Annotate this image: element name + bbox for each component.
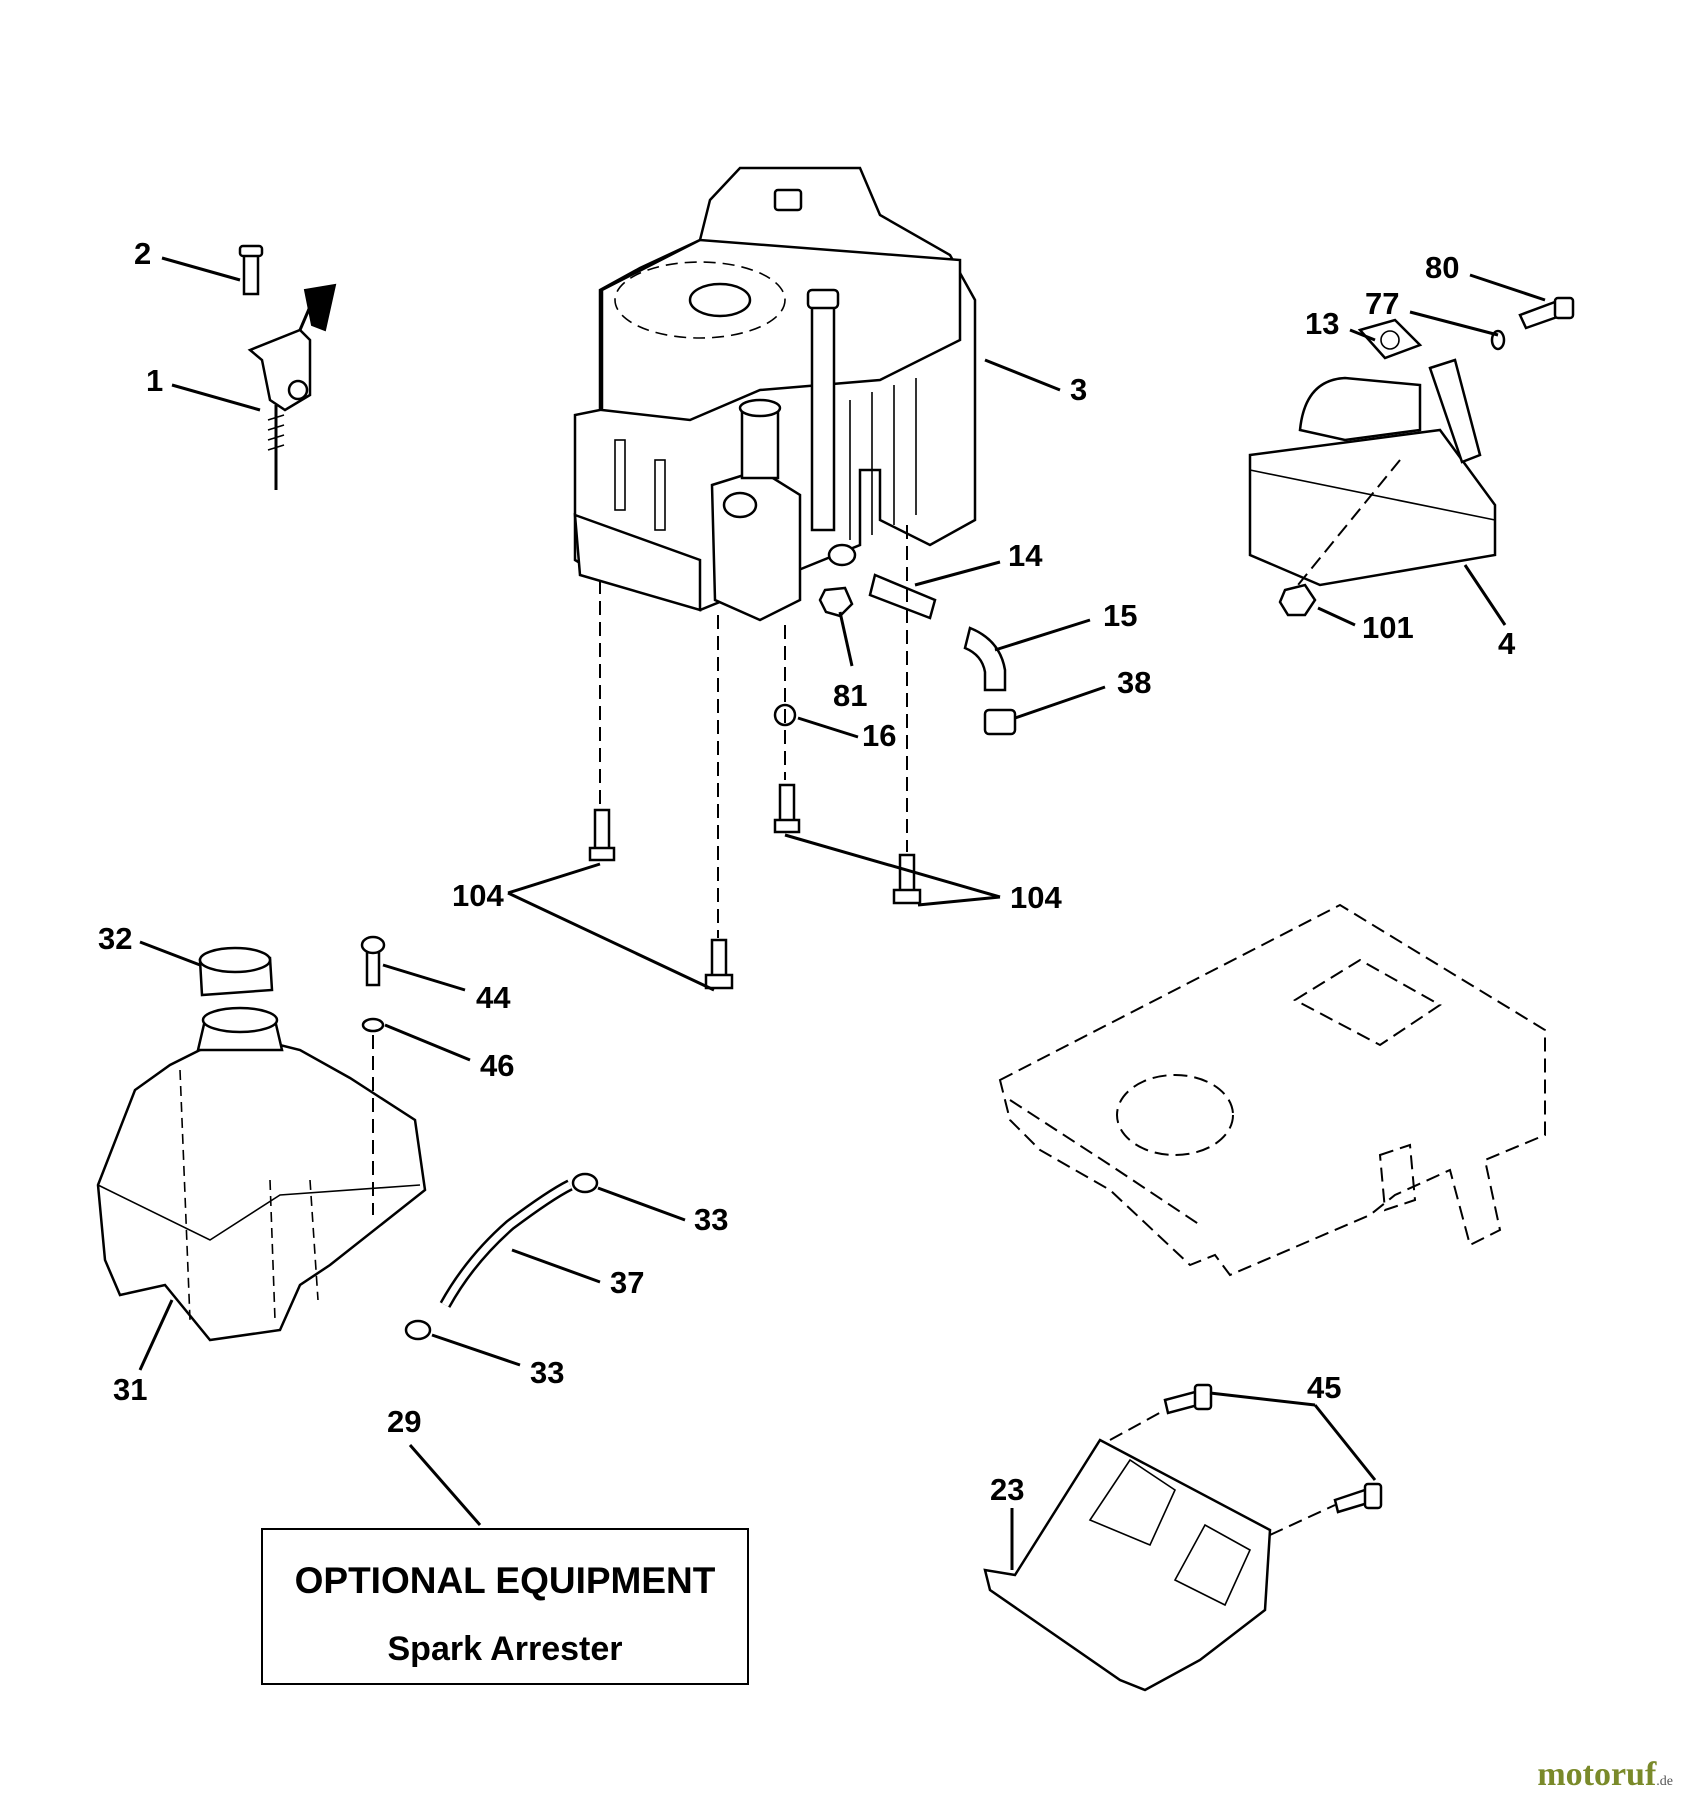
leader-lines [138,256,1546,1570]
part-label-104-right: 104 [1010,880,1062,915]
part-label-1: 1 [146,363,164,398]
heat-shield-illustration [983,1383,1383,1692]
watermark-logo: motoruf.de [1537,1756,1673,1794]
spark-arrester-label: Spark Arrester [387,1630,623,1668]
part-label-15: 15 [1103,598,1138,633]
part-label-44: 44 [476,980,511,1015]
part-label-16: 16 [862,718,897,753]
part-label-32: 32 [98,921,133,956]
engine-illustration [573,166,1017,990]
optional-equipment-box: OPTIONAL EQUIPMENT Spark Arrester [261,1528,749,1685]
part-label-3: 3 [1070,372,1088,407]
part-label-23: 23 [990,1472,1025,1507]
part-label-104-left: 104 [452,878,504,913]
part-label-38: 38 [1117,665,1152,700]
part-label-13: 13 [1305,306,1340,341]
optional-equipment-title: OPTIONAL EQUIPMENT [294,1560,716,1601]
part-label-31: 31 [113,1372,148,1407]
part-label-101: 101 [1362,610,1414,645]
watermark-text: motoruf [1537,1756,1657,1793]
part-label-46: 46 [480,1048,515,1083]
part-label-80: 80 [1425,250,1460,285]
watermark-suffix: .de [1656,1774,1673,1789]
part-label-4: 4 [1498,626,1516,661]
part-label-81: 81 [833,678,868,713]
part-label-33-lower: 33 [530,1355,565,1390]
fuel-tank-illustration [96,935,599,1342]
part-label-29: 29 [387,1404,422,1439]
part-label-37: 37 [610,1265,645,1300]
frame-illustration [998,903,1546,1277]
part-label-14: 14 [1008,538,1043,573]
muffler-illustration [1248,296,1575,617]
part-label-2: 2 [134,236,152,271]
part-label-77: 77 [1365,286,1400,321]
part-label-45: 45 [1307,1370,1342,1405]
part-label-33-upper: 33 [694,1202,729,1237]
throttle-control-illustration [238,244,337,490]
